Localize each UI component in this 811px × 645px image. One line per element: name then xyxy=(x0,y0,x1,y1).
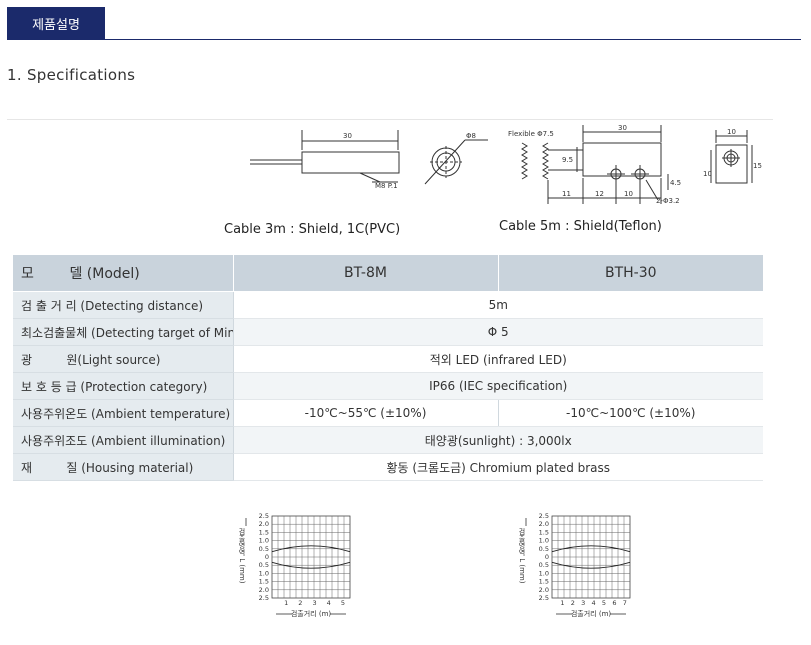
row-label: 보 호 등 급 (Protection category) xyxy=(13,372,234,400)
y-tick-label: 0.5 xyxy=(259,545,269,553)
dim-height: 9.5 xyxy=(562,156,573,164)
side-height-right: 15 xyxy=(753,162,762,170)
row-label: 재 질 (Housing material) xyxy=(13,453,234,481)
dim-length-left: 30 xyxy=(343,132,352,140)
x-tick-label: 4 xyxy=(592,599,596,607)
y-axis-label: 검출영역 L (mm) xyxy=(518,528,526,584)
x-axis-label: 검출거리 (m) xyxy=(571,609,612,618)
detection-curve-lower xyxy=(271,561,351,569)
y-tick-label: 2.5 xyxy=(259,594,269,602)
tab-product-description[interactable]: 제품설명 xyxy=(7,7,105,39)
table-header-row: 모 델 (Model) BT-8M BTH-30 xyxy=(13,255,763,292)
y-tick-label: 0.5 xyxy=(539,561,549,569)
y-tick-label: 0.5 xyxy=(539,545,549,553)
thread-label: M8 P.1 xyxy=(375,182,398,190)
side-height-left: 10 xyxy=(703,170,712,178)
row-label: 사용주위조도 (Ambient illumination) xyxy=(13,426,234,454)
caption-right: Cable 5m : Shield(Teflon) xyxy=(499,219,662,234)
y-tick-label: 2.0 xyxy=(259,586,269,594)
flexible-label: Flexible Φ7.5 xyxy=(508,130,554,138)
row-value-bth-30: -10℃~100℃ (±10%) xyxy=(498,399,763,427)
detection-curve-upper xyxy=(271,545,351,553)
row-value: IP66 (IEC specification) xyxy=(233,372,763,400)
row-value: 황동 (크롬도금) Chromium plated brass xyxy=(233,453,763,481)
table-row: 사용주위조도 (Ambient illumination) 태양광(sunlig… xyxy=(13,426,763,454)
row-label: 검 출 거 리 (Detecting distance) xyxy=(13,291,234,319)
x-tick-label: 3 xyxy=(312,599,316,607)
row-label: 최소검출물체 (Detecting target of Min.) xyxy=(13,318,234,346)
y-tick-label: 2.0 xyxy=(259,520,269,528)
y-tick-label: 1.0 xyxy=(259,569,269,577)
y-tick-label: 1.0 xyxy=(539,569,549,577)
x-axis-label: 검출거리 (m) xyxy=(291,609,332,618)
x-tick-label: 2 xyxy=(298,599,302,607)
y-tick-label: 0.5 xyxy=(259,561,269,569)
row-value: 5m xyxy=(233,291,763,319)
header-model-label: 모 델 (Model) xyxy=(13,255,233,292)
divider xyxy=(7,119,773,120)
dim-length-right: 30 xyxy=(618,124,627,132)
row-label: 사용주위온도 (Ambient temperature) xyxy=(13,399,234,427)
table-row: 재 질 (Housing material) 황동 (크롬도금) Chromiu… xyxy=(13,453,763,481)
row-value: 태양광(sunlight) : 3,000lx xyxy=(233,426,763,454)
y-tick-label: 1.5 xyxy=(259,528,269,536)
header-model-bth-30: BTH-30 xyxy=(497,255,763,292)
dim-12: 12 xyxy=(595,190,604,198)
x-tick-label: 1 xyxy=(284,599,288,607)
y-tick-label: 1.5 xyxy=(259,578,269,586)
y-tick-label: 2.5 xyxy=(259,512,269,520)
y-tick-label: 1.5 xyxy=(539,528,549,536)
side-width: 10 xyxy=(727,128,736,136)
y-tick-label: 2.5 xyxy=(539,512,549,520)
detection-curve-upper xyxy=(551,545,631,553)
x-tick-label: 3 xyxy=(581,599,585,607)
y-axis-label: 검출영역 L (mm) xyxy=(238,528,246,584)
section-title: 1. Specifications xyxy=(7,66,136,84)
dim-4-5: 4.5 xyxy=(670,179,681,187)
y-tick-label: 0 xyxy=(545,553,549,561)
dim-11: 11 xyxy=(562,190,571,198)
spec-table: 모 델 (Model) BT-8M BTH-30 검 출 거 리 (Detect… xyxy=(13,255,763,481)
table-row: 검 출 거 리 (Detecting distance) 5m xyxy=(13,291,763,319)
holes-label: 2-Φ3.2 xyxy=(656,197,680,205)
sensor-body xyxy=(301,151,400,174)
detection-curve-lower xyxy=(551,561,631,569)
y-tick-label: 2.0 xyxy=(539,586,549,594)
table-row: 보 호 등 급 (Protection category) IP66 (IEC … xyxy=(13,372,763,400)
y-tick-label: 0 xyxy=(265,553,269,561)
y-tick-label: 1.0 xyxy=(259,537,269,545)
x-tick-label: 2 xyxy=(571,599,575,607)
x-tick-label: 6 xyxy=(612,599,616,607)
y-tick-label: 1.0 xyxy=(539,537,549,545)
header-model-bt-8m: BT-8M xyxy=(232,255,498,292)
x-tick-label: 7 xyxy=(623,599,627,607)
row-label: 광 원(Light source) xyxy=(13,345,234,373)
x-tick-label: 5 xyxy=(341,599,345,607)
table-row: 최소검출물체 (Detecting target of Min.) Φ 5 xyxy=(13,318,763,346)
x-tick-label: 1 xyxy=(560,599,564,607)
y-tick-label: 2.5 xyxy=(539,594,549,602)
x-tick-label: 4 xyxy=(327,599,331,607)
caption-left: Cable 3m : Shield, 1C(PVC) xyxy=(224,222,401,237)
x-tick-label: 5 xyxy=(602,599,606,607)
row-value: 적외 LED (infrared LED) xyxy=(233,345,763,373)
y-tick-label: 1.5 xyxy=(539,578,549,586)
table-row: 광 원(Light source) 적외 LED (infrared LED) xyxy=(13,345,763,373)
dim-10: 10 xyxy=(624,190,633,198)
row-value: Φ 5 xyxy=(233,318,763,346)
tab-underline xyxy=(7,39,801,40)
dim-diameter: Φ8 xyxy=(466,132,476,140)
row-value-bt-8m: -10℃~55℃ (±10%) xyxy=(233,399,499,427)
table-row: 사용주위온도 (Ambient temperature) -10℃~55℃ (±… xyxy=(13,399,763,427)
y-tick-label: 2.0 xyxy=(539,520,549,528)
